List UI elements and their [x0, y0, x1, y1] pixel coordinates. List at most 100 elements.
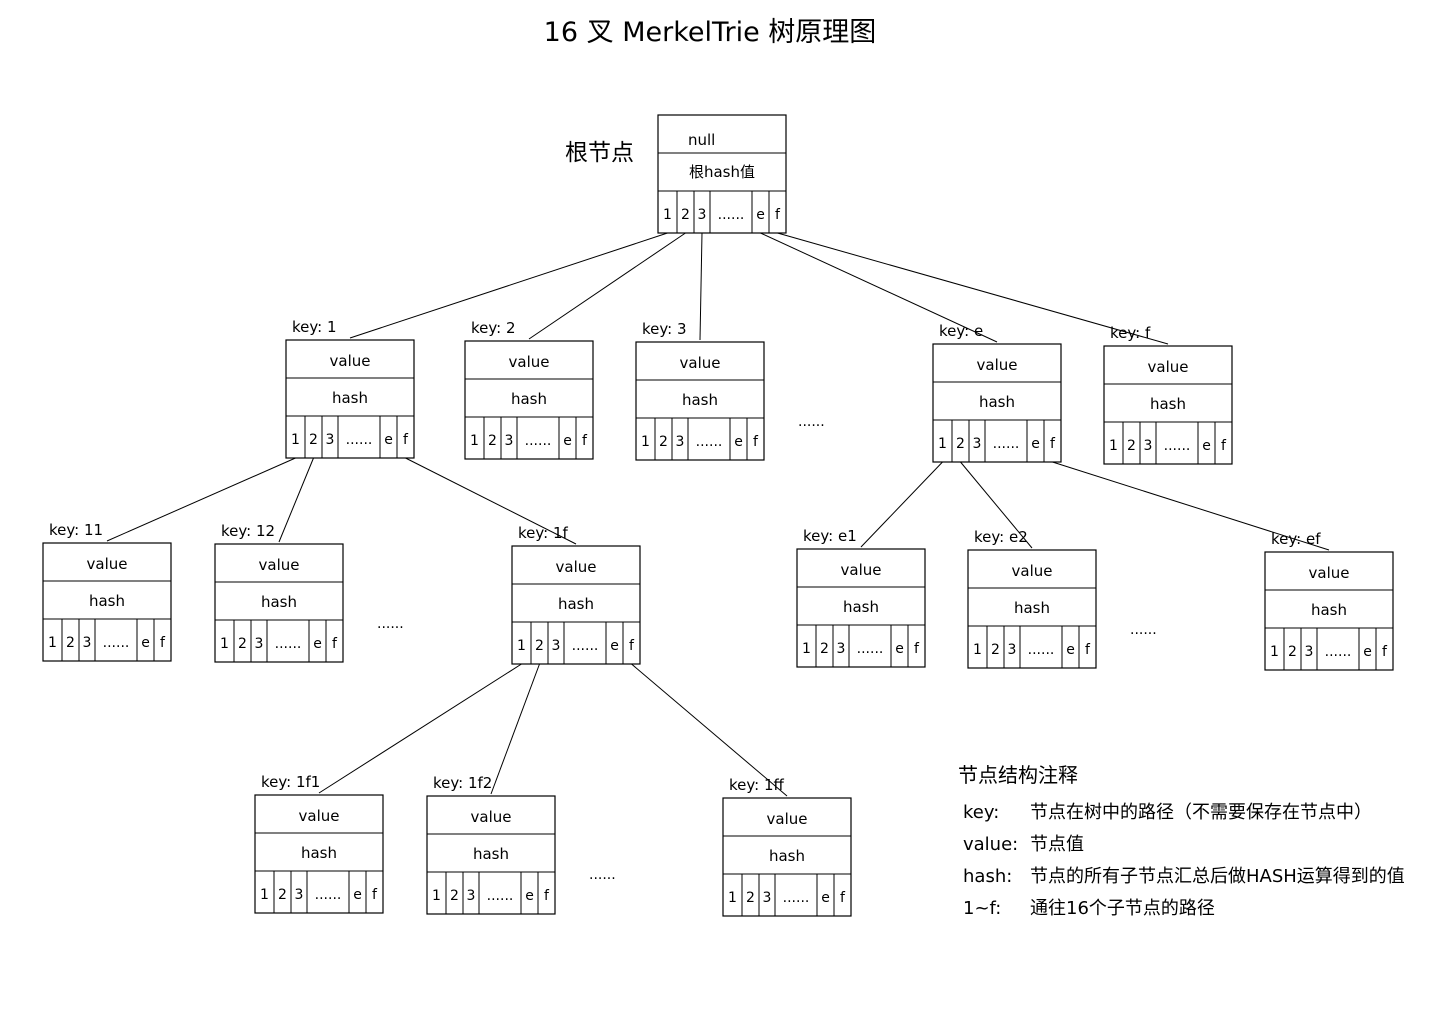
node-slot-2: 2: [535, 638, 544, 654]
node-slot-3: 3: [973, 436, 982, 452]
node-hash-cell: hash: [843, 598, 879, 616]
node-box: [42, 542, 172, 662]
node-slot-ellipsis: ......: [718, 207, 745, 223]
node-slot-f: f: [1382, 644, 1388, 660]
node-slot-1: 1: [48, 635, 57, 651]
node-slot-1: 1: [663, 207, 672, 223]
node-hash-cell: hash: [301, 844, 337, 862]
edge-ne-ne2: [960, 461, 1033, 549]
node-slot-1: 1: [973, 642, 982, 658]
legend-desc: 通往16个子节点的路径: [1030, 898, 1215, 919]
node-box: [511, 545, 641, 665]
legend-term: key:: [963, 802, 999, 823]
edge-root-n2: [528, 232, 686, 340]
node-slot-2: 2: [1127, 438, 1136, 454]
node-key-label: key: 12: [221, 522, 275, 540]
legend-item: key: 节点在树中的路径（不需要保存在节点中）: [963, 802, 1372, 823]
node-slot-e: e: [1031, 436, 1040, 452]
node-slot-2: 2: [238, 636, 247, 652]
legend-item: value: 节点值: [963, 834, 1084, 855]
node-slot-ellipsis: ......: [346, 432, 373, 448]
node-slot-ellipsis: ......: [275, 636, 302, 652]
node-slot-e: e: [1202, 438, 1211, 454]
node-slot-ellipsis: ......: [1325, 644, 1352, 660]
edge-n1f-n1f2: [490, 663, 540, 795]
node-slot-f: f: [1050, 436, 1056, 452]
node-slot-3: 3: [1008, 642, 1017, 658]
node-slot-f: f: [582, 433, 588, 449]
node-slot-2: 2: [66, 635, 75, 651]
node-key-label: key: 1ff: [729, 776, 785, 794]
legend-title: 节点结构注释: [958, 763, 1078, 787]
node-slot-f: f: [775, 207, 781, 223]
node-hash-cell: hash: [979, 393, 1015, 411]
node-slot-f: f: [160, 635, 166, 651]
edge-n1-n1f: [405, 457, 577, 545]
node-slot-ellipsis: ......: [1028, 642, 1055, 658]
node-slot-e: e: [734, 434, 743, 450]
node-value-cell: value: [556, 558, 597, 576]
node-slot-f: f: [1085, 642, 1091, 658]
node-slot-2: 2: [956, 436, 965, 452]
node-key-label: key: e: [939, 322, 983, 340]
node-slot-f: f: [372, 887, 378, 903]
node-key-label: key: 3: [642, 320, 687, 338]
node-slot-1: 1: [728, 890, 737, 906]
gap-ellipsis: ......: [798, 414, 825, 430]
legend-desc: 节点在树中的路径（不需要保存在节点中）: [1030, 802, 1372, 823]
node-slot-e: e: [1363, 644, 1372, 660]
node-box: [657, 114, 787, 234]
node-key-label: key: e1: [803, 527, 857, 545]
legend-item: 1~f: 通往16个子节点的路径: [963, 898, 1215, 919]
node-slot-e: e: [384, 432, 393, 448]
node-hash-cell: hash: [1150, 395, 1186, 413]
node-value-cell: value: [330, 352, 371, 370]
node-slot-2: 2: [450, 888, 459, 904]
node-slot-1: 1: [260, 887, 269, 903]
node-slot-1: 1: [1109, 438, 1118, 454]
node-value-cell: value: [259, 556, 300, 574]
node-hash-cell: hash: [332, 389, 368, 407]
node-box: [722, 797, 852, 917]
node-slot-f: f: [403, 432, 409, 448]
node-slot-ellipsis: ......: [572, 638, 599, 654]
node-slot-3: 3: [1144, 438, 1153, 454]
node-slot-2: 2: [820, 641, 829, 657]
node-key-label: key: 1f2: [433, 774, 492, 792]
legend-desc: 节点值: [1030, 834, 1084, 855]
node-slot-f: f: [544, 888, 550, 904]
node-hash-cell: hash: [769, 847, 805, 865]
node-box: [464, 340, 594, 460]
node-slot-ellipsis: ......: [857, 641, 884, 657]
legend-term: hash:: [963, 866, 1012, 887]
node-hash-cell: hash: [511, 390, 547, 408]
node-key-label: key: f: [1110, 324, 1151, 342]
edge-n1-n11: [106, 457, 296, 542]
node-slot-f: f: [914, 641, 920, 657]
node-slot-ellipsis: ......: [783, 890, 810, 906]
node-slot-ellipsis: ......: [1164, 438, 1191, 454]
node-box: [426, 795, 556, 915]
gap-ellipsis: ......: [1130, 622, 1157, 638]
node-value-cell: value: [1148, 358, 1189, 376]
node-key-label: key: 11: [49, 521, 103, 539]
node-value-cell: value: [767, 810, 808, 828]
node-slot-3: 3: [83, 635, 92, 651]
node-box: [932, 343, 1062, 463]
node-slot-f: f: [753, 434, 759, 450]
node-slot-3: 3: [326, 432, 335, 448]
node-box: [1103, 345, 1233, 465]
node-slot-3: 3: [676, 434, 685, 450]
node-slot-e: e: [1066, 642, 1075, 658]
node-key-label: key: 2: [471, 319, 516, 337]
node-value-cell: value: [471, 808, 512, 826]
node-slot-f: f: [629, 638, 635, 654]
